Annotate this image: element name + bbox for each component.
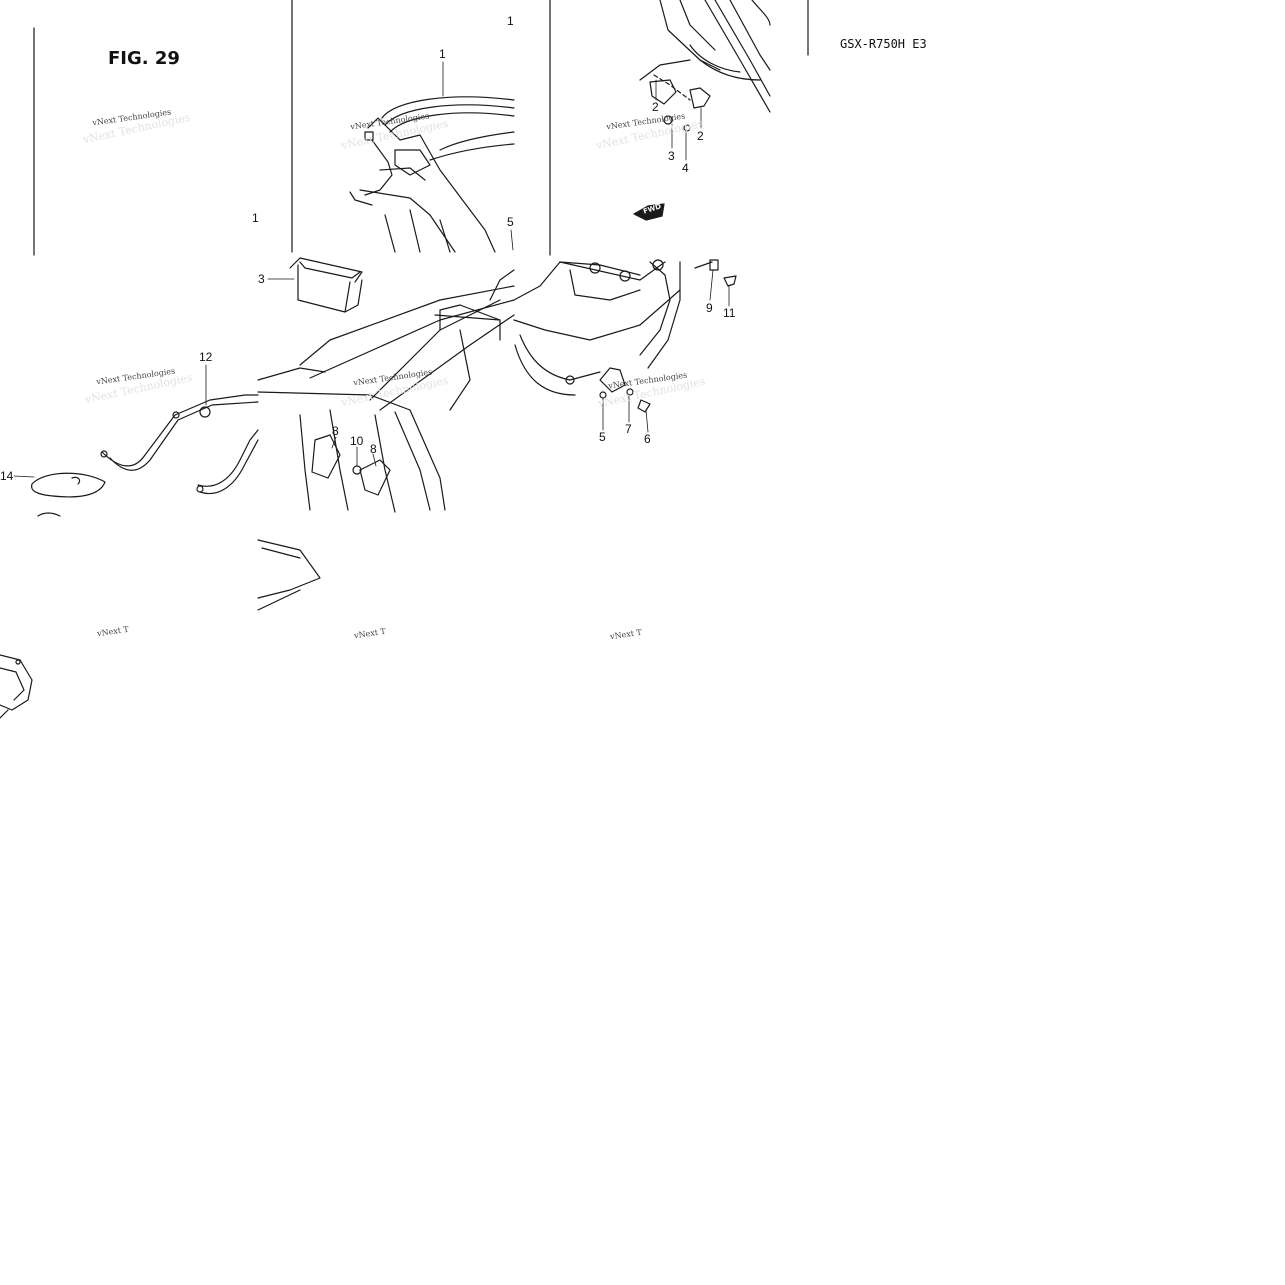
callout-label: 5 [507,215,514,229]
callout-label: 1 [252,211,259,225]
callout-label: 11 [723,306,736,320]
swingarm-frame [513,259,681,396]
callout-label: 3 [668,149,675,163]
main-frame [257,269,515,611]
callout-label: 1 [507,14,514,28]
callout-label: 3 [258,272,265,286]
figure-title: FIG. 29 [108,48,180,69]
wiring-harness [100,394,259,495]
frame-front-head [349,96,515,253]
fwd-arrow-icon [633,203,665,221]
leader-lines [13,61,730,478]
frame-rear-section [639,0,771,132]
callout-label: 8 [332,424,339,438]
callout-label: 6 [644,432,651,446]
callout-label: 4 [682,161,689,175]
callout-label: 5 [599,430,606,444]
callout-label: 1 [439,47,446,61]
callout-label: 8 [370,442,377,456]
tool-bag [30,472,106,517]
callout-label: 12 [199,350,213,364]
fasteners [311,259,737,496]
model-code: GSX-R750H E3 [840,37,927,51]
callout-label: 7 [625,422,632,436]
callout-label: 14 [0,469,14,483]
storage-tray [289,257,363,313]
callout-label: 2 [697,129,704,143]
callout-label: 2 [652,100,659,114]
callout-label: 10 [350,434,364,448]
frame-fragment [0,654,33,719]
callout-label: 9 [706,301,713,315]
